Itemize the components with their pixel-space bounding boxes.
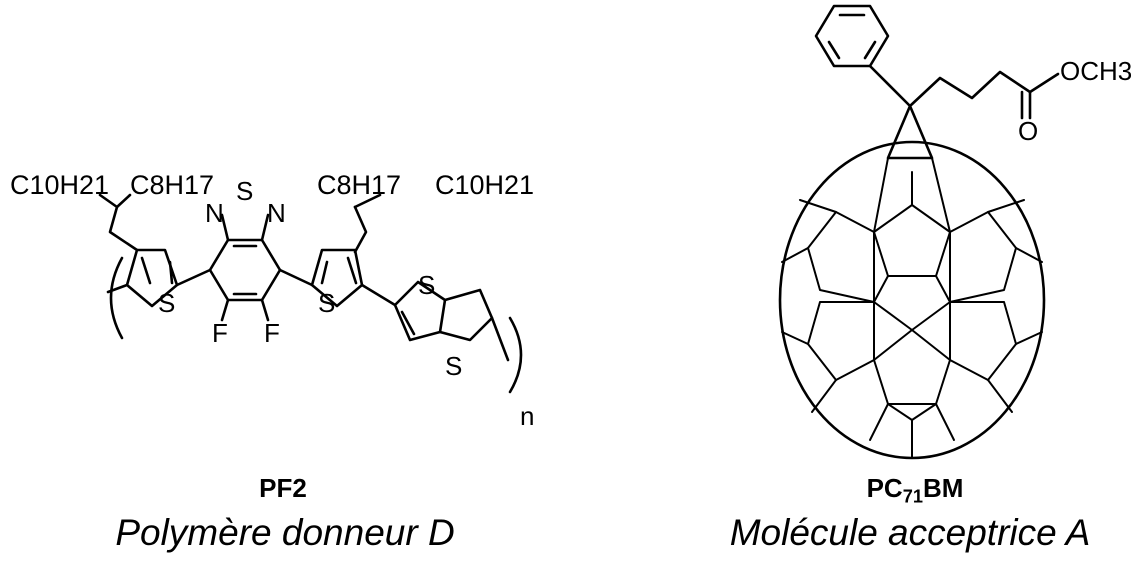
pf2-atom-n-right: N: [267, 198, 286, 228]
pf2-atom-f-left: F: [212, 318, 228, 348]
pf2-side-chain-c10h21-right: C10H21: [435, 170, 534, 200]
pf2-atom-s-thiadiazole: S: [236, 176, 253, 206]
pf2-atom-s-thieno-bottom: S: [445, 351, 462, 381]
pf2-name: PF2: [259, 473, 307, 503]
pf2-description: Polymère donneur D: [115, 512, 455, 553]
pc71bm-description: Molécule acceptrice A: [729, 512, 1091, 553]
fullerene-bonds: [781, 157, 1043, 459]
pf2-side-chain-c8h17-right: C8H17: [317, 170, 401, 200]
pf2-side-chain-c8h17-left: C8H17: [130, 170, 214, 200]
pf2-repeat-unit-n: n: [520, 401, 534, 431]
pc71bm-name: PC71BM: [840, 473, 990, 507]
pf2-atom-f-right: F: [264, 318, 280, 348]
pf2-side-chain-c10h21-left: C10H21: [10, 170, 109, 200]
pc71bm-name-prefix: PC: [866, 473, 903, 503]
pf2-atom-s-thieno-top: S: [418, 270, 435, 300]
pc71bm-name-sub: 71: [902, 486, 923, 507]
pf2-atom-s-right: S: [318, 288, 335, 318]
pc71bm-carbonyl-o: O: [1018, 116, 1038, 146]
pc71bm-name-suffix: BM: [922, 473, 964, 503]
pf2-atom-s-left: S: [158, 288, 175, 318]
pc71bm-ester-group: OCH3: [1060, 56, 1131, 86]
pf2-atom-n-left: N: [205, 198, 224, 228]
